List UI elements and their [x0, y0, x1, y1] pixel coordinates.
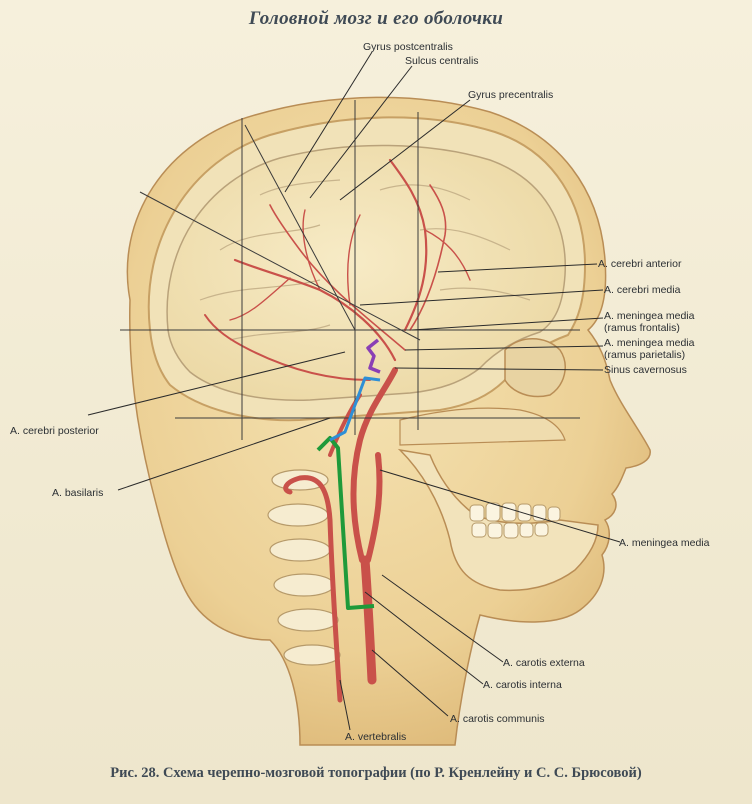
teeth [469, 502, 561, 539]
brain-gyri [199, 179, 531, 341]
page-title: Головной мозг и его оболочки [248, 8, 504, 29]
meningea-parietalis-artery [269, 204, 406, 351]
carotis-interna-artery [350, 367, 398, 563]
label-sinus-cavernosus: Sinus cavernosus [604, 364, 687, 376]
cerebral-branch-2 [346, 214, 361, 306]
label-a-meningea-media-parietalis: A. meningea media [604, 337, 695, 349]
label-a-meningea-media-frontalis: A. meningea media [604, 310, 695, 322]
cerebral-branch-1 [302, 209, 321, 291]
label-a-carotis-communis: A. carotis communis [450, 713, 545, 725]
vertebralis-artery [283, 475, 343, 703]
figure-caption: Рис. 28. Схема черепно-мозговой топограф… [110, 765, 642, 781]
label-gyrus-precentralis: Gyrus precentralis [468, 89, 553, 101]
brain [166, 144, 566, 402]
cerebral-branch-4 [424, 229, 471, 281]
label-a-cerebri-posterior: A. cerebri posterior [10, 425, 99, 437]
label-a-carotis-interna: A. carotis interna [483, 679, 562, 691]
carotis-externa-artery [365, 452, 383, 563]
label-a-vertebralis: A. vertebralis [345, 731, 406, 743]
label-ramus-parietalis: (ramus parietalis) [604, 349, 685, 361]
leader-lines [87, 51, 621, 731]
label-a-carotis-externa: A. carotis externa [503, 657, 585, 669]
label-a-meningea-media: A. meningea media [619, 537, 710, 549]
carotis-communis-artery [360, 555, 377, 685]
label-ramus-frontalis: (ramus frontalis) [604, 322, 680, 334]
cerebral-branch-3 [229, 277, 291, 321]
meningea-frontalis-artery [409, 184, 447, 331]
orbit [504, 338, 566, 398]
purple-annotation-marker [366, 338, 381, 374]
zygomatic-bone [399, 407, 566, 446]
label-sulcus-centralis: Sulcus centralis [405, 55, 479, 67]
label-a-cerebri-anterior: A. cerebri anterior [598, 258, 682, 270]
kronlein-grid [120, 100, 580, 440]
blue-annotation-marker [329, 376, 381, 442]
anatomy-labels: Gyrus postcentralis Sulcus centralis Gyr… [10, 41, 710, 743]
label-a-basilaris: A. basilaris [52, 487, 103, 499]
label-a-cerebri-media: A. cerebri media [604, 284, 681, 296]
arteries [204, 158, 471, 703]
label-gyrus-postcentralis: Gyrus postcentralis [363, 41, 453, 53]
green-annotation-marker [316, 436, 375, 610]
